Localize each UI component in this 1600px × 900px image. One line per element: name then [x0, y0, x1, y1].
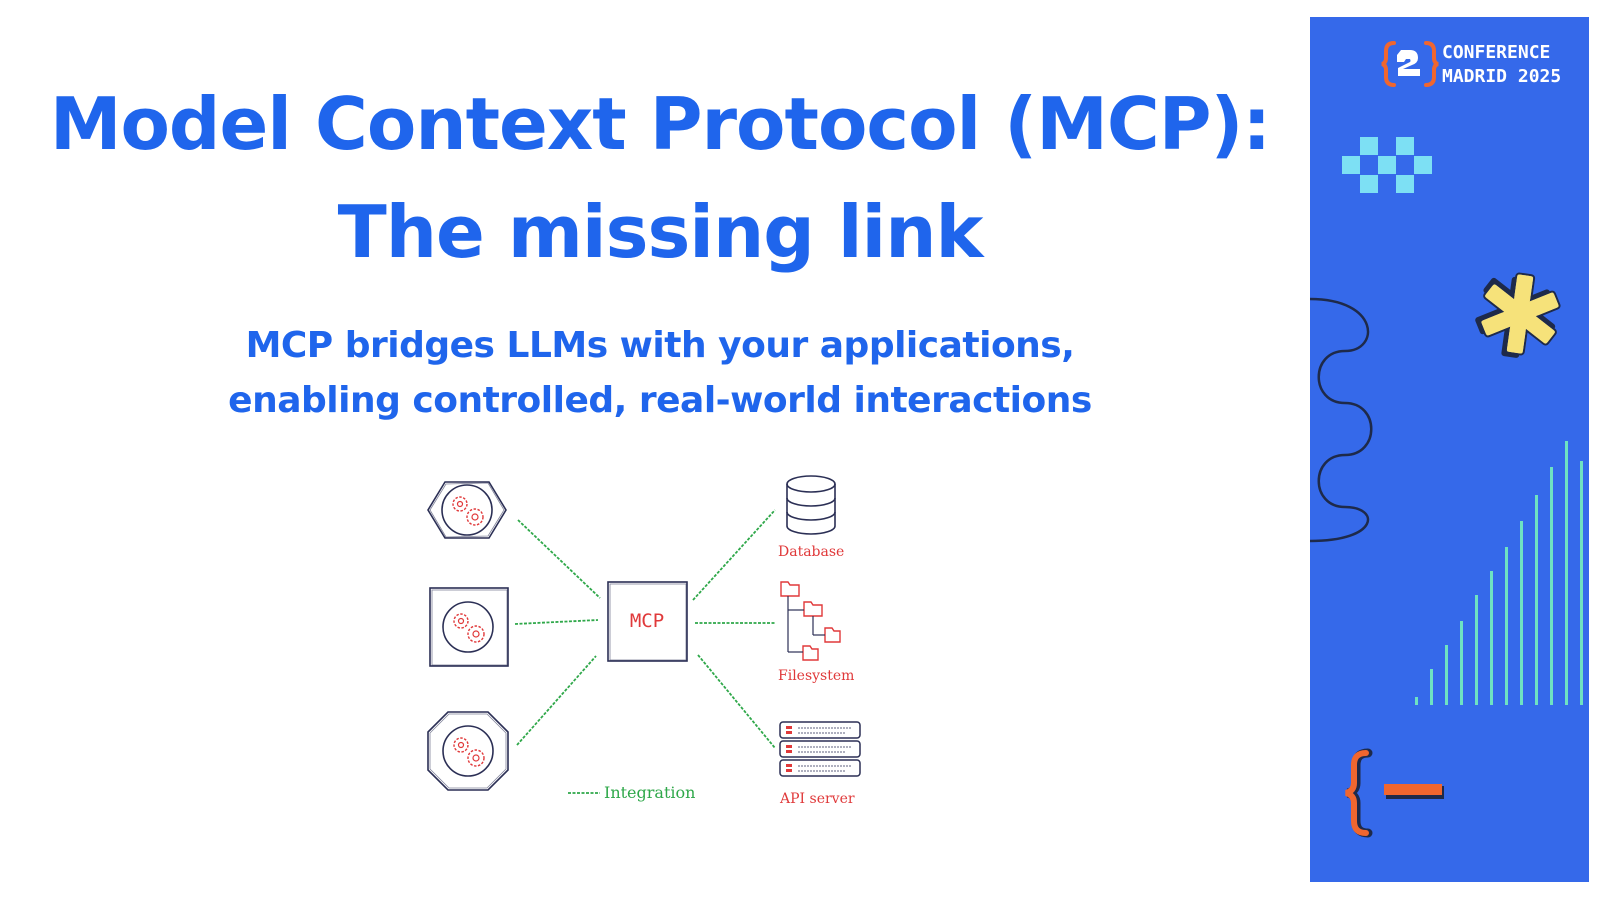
- slide-subtitle-line-2: enabling controlled, real-world interact…: [228, 380, 1092, 421]
- conference-sidebar: CONFERENCE MADRID 2025: [1310, 17, 1589, 882]
- api-server-icon: [779, 721, 861, 777]
- legend-label: Integration: [604, 783, 695, 802]
- conference-name: CONFERENCE MADRID 2025: [1442, 41, 1561, 89]
- client-square-icon: [429, 587, 509, 667]
- slide-subtitle-line-1: MCP bridges LLMs with your applications,: [245, 325, 1075, 366]
- mcp-box: MCP: [607, 581, 688, 662]
- mcp-diagram: MCP Database Filesystem: [427, 475, 861, 807]
- conference-line-1: CONFERENCE: [1442, 42, 1551, 63]
- slide-title-line-1: Model Context Protocol (MCP):: [49, 82, 1271, 166]
- integration-lines: [514, 509, 776, 749]
- api-server-label: API server: [779, 791, 855, 807]
- slide-subtitle: MCP bridges LLMs with your applications,…: [80, 318, 1240, 428]
- pixel-checker-icon: [1342, 137, 1432, 193]
- asterisk-icon: [1475, 272, 1561, 358]
- slide-main: Model Context Protocol (MCP): The missin…: [40, 70, 1280, 807]
- slide-title-line-2: The missing link: [337, 190, 984, 274]
- database-label: Database: [778, 544, 844, 560]
- bar-pattern-icon: [1415, 441, 1583, 705]
- filesystem-label: Filesystem: [778, 668, 854, 684]
- mcp-label: MCP: [630, 610, 664, 632]
- filesystem-icon: [780, 581, 841, 661]
- wave-icon: [1310, 297, 1373, 543]
- client-octagon-icon: [427, 711, 509, 791]
- client-hexagon-icon: [427, 481, 507, 539]
- conference-logo-icon: [1381, 41, 1439, 87]
- database-icon: [786, 475, 836, 535]
- curly-brace-dash-icon: [1345, 748, 1444, 838]
- conference-line-2: MADRID 2025: [1442, 66, 1562, 87]
- slide-title: Model Context Protocol (MCP): The missin…: [40, 70, 1280, 286]
